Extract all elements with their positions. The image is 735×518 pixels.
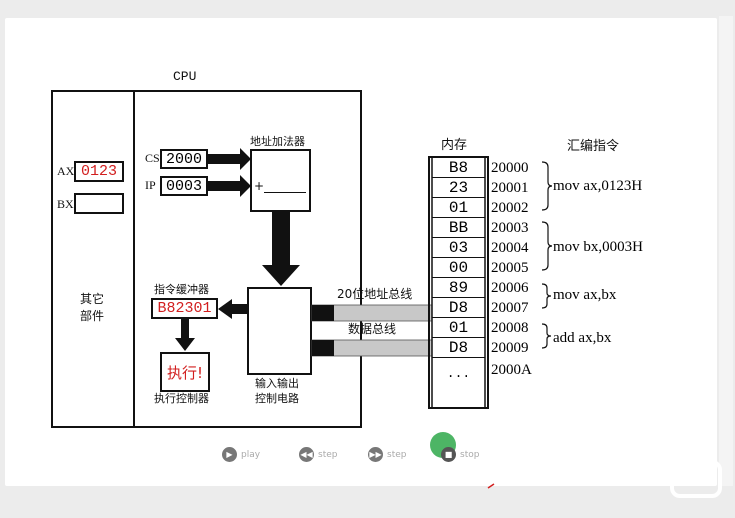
red-mark	[487, 483, 495, 489]
vertical-scrollbar[interactable]	[719, 16, 733, 486]
stop-label: stop	[460, 449, 480, 460]
memory-address: 2000A	[491, 362, 532, 378]
data-bus-stub	[312, 340, 334, 356]
adder-label: 地址加法器	[250, 135, 305, 148]
adder-line	[264, 192, 306, 193]
cpu-divider	[133, 90, 135, 428]
step-back-label: step	[318, 449, 338, 460]
other-parts-line2: 部件	[80, 309, 105, 323]
instruction-item: add ax,bx	[553, 330, 612, 346]
instruction-item: mov bx,0003H	[553, 239, 643, 255]
memory-frame	[428, 156, 489, 409]
cpu-title: CPU	[173, 69, 197, 84]
memory-cell: B8	[432, 158, 485, 178]
instruction-item: mov ax,0123H	[553, 178, 643, 194]
memory-address: 20002	[491, 200, 529, 216]
data-bus-label: 数据总线	[348, 322, 397, 336]
memory-address: 20000	[491, 160, 529, 176]
brace-3	[541, 283, 552, 309]
bx-label: BX	[57, 197, 74, 211]
instructions-title: 汇编指令	[567, 139, 620, 154]
memory-cell: 01	[432, 318, 485, 338]
memory-address: 20004	[491, 240, 529, 256]
instr-buffer-label: 指令缓冲器	[154, 283, 209, 296]
instruction-item: mov ax,bx	[553, 287, 617, 303]
exec-label: 执行控制器	[154, 392, 209, 405]
step-forward-icon: ▶▶	[368, 447, 383, 462]
address-adder	[250, 149, 311, 212]
step-forward-button[interactable]: ▶▶ step	[368, 447, 406, 462]
memory-cell: BB	[432, 218, 485, 238]
cs-arrow	[208, 148, 251, 170]
play-label: play	[241, 449, 261, 460]
memory-address: 20009	[491, 340, 529, 356]
io-control-box	[247, 287, 312, 375]
step-forward-label: step	[387, 449, 407, 460]
tv-logo-icon	[670, 454, 722, 498]
brace-1	[541, 161, 553, 211]
ip-register: 0003	[160, 176, 208, 196]
io-label-line2: 控制电路	[255, 392, 299, 405]
other-parts-line1: 其它	[80, 292, 105, 306]
step-back-button[interactable]: ◀◀ step	[299, 447, 337, 462]
buffer-to-exec-arrow	[175, 319, 195, 351]
brace-4	[541, 323, 552, 349]
brace-2	[541, 221, 553, 271]
ip-label: IP	[145, 178, 156, 192]
memory-title: 内存	[441, 138, 468, 153]
instr-buffer: B82301	[151, 298, 218, 319]
exec-controller: 执行!	[160, 352, 210, 392]
ax-register: 0123	[74, 161, 124, 182]
cs-label: CS	[145, 151, 160, 165]
memory-cell: 89	[432, 278, 485, 298]
io-to-buffer-arrow	[218, 299, 247, 319]
memory-address: 20008	[491, 320, 529, 336]
memory-cell: D8	[432, 298, 485, 318]
stop-button[interactable]: ■ stop	[441, 447, 479, 462]
cs-register: 2000	[160, 149, 208, 169]
ip-arrow	[208, 175, 251, 197]
memory-address: 20003	[491, 220, 529, 236]
stop-icon: ■	[441, 447, 456, 462]
memory-cell: D8	[432, 338, 485, 358]
memory-address: 20006	[491, 280, 529, 296]
adder-to-io-arrow	[262, 212, 300, 286]
address-bus-label: 20位地址总线	[337, 287, 413, 301]
memory-cell: 01	[432, 198, 485, 218]
ax-label: AX	[57, 164, 75, 178]
adder-plus: +	[254, 179, 265, 193]
memory-address: 20005	[491, 260, 529, 276]
address-bus-stub	[312, 305, 334, 321]
memory-address: 20001	[491, 180, 529, 196]
memory-cell: 03	[432, 238, 485, 258]
memory-cell-ellipsis: ...	[446, 365, 471, 381]
play-icon: ▶	[222, 447, 237, 462]
io-label-line1: 输入输出	[255, 377, 299, 390]
bx-register	[74, 193, 124, 214]
memory-cell: 23	[432, 178, 485, 198]
memory-cell: 00	[432, 258, 485, 278]
play-button[interactable]: ▶ play	[222, 447, 260, 462]
memory-address: 20007	[491, 300, 529, 316]
step-back-icon: ◀◀	[299, 447, 314, 462]
exec-text: 执行!	[166, 363, 203, 382]
